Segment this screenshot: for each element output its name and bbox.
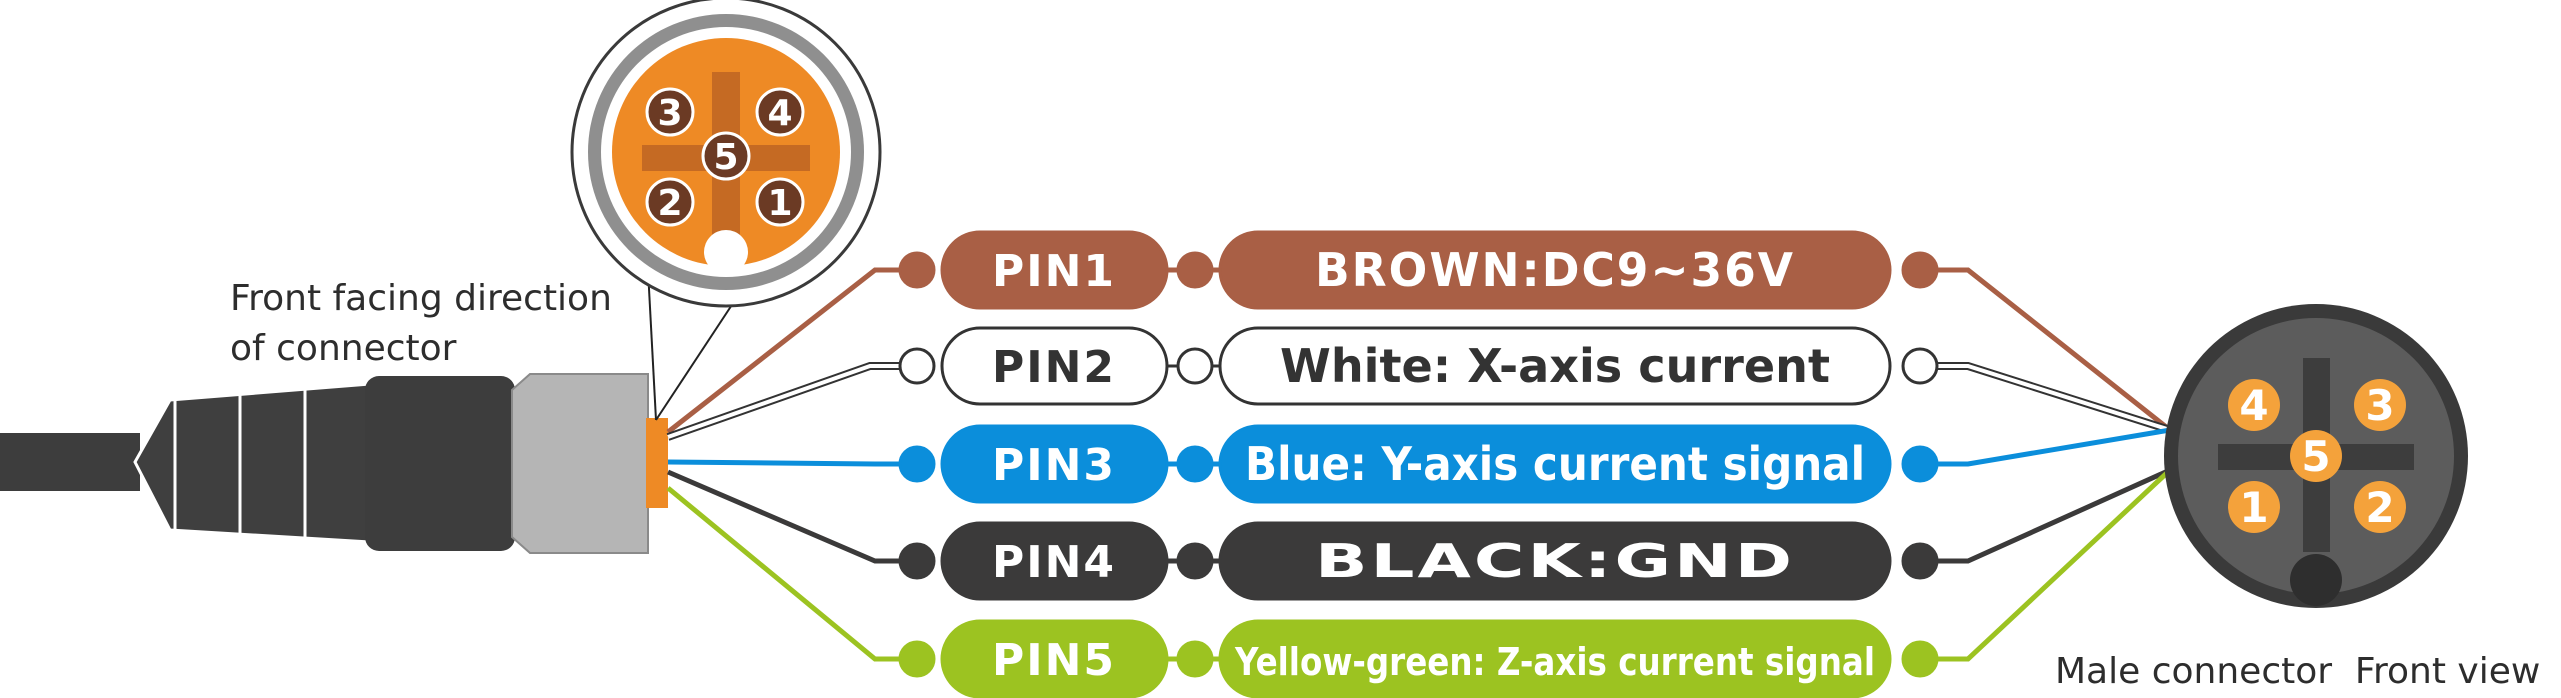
male-pin-number: 1: [2239, 483, 2268, 532]
wire-node-dot: [1176, 251, 1214, 289]
pin-description-text: White: X-axis current: [1280, 339, 1830, 393]
face-key-notch: [704, 230, 748, 274]
pin-label-pill: [940, 619, 1169, 698]
connector-sleeve: [511, 373, 649, 554]
wire-node-dot: [1901, 445, 1939, 483]
female-pin-dot: [645, 177, 695, 227]
female-pin-number: 3: [657, 93, 682, 134]
male-pin-dot: [2354, 481, 2406, 533]
cable: [0, 433, 140, 491]
callout-line: [647, 269, 657, 421]
pin-label-text: PIN5: [992, 635, 1116, 686]
female-pin-number: 4: [767, 93, 792, 134]
connector-nut: [365, 376, 515, 551]
pin-label-text: PIN2: [992, 342, 1116, 393]
wire-node-dot: [1176, 640, 1214, 678]
wire-node-dot: [898, 445, 936, 483]
male-pin-dot: [2354, 379, 2406, 431]
pin-label-text: PIN4: [992, 537, 1116, 588]
left-caption-line2: of connector: [230, 328, 457, 369]
right-caption: Male connector Front view: [2055, 651, 2540, 692]
female-pin-number: 5: [713, 137, 738, 178]
male-pin-dot: [2228, 481, 2280, 533]
male-pin-number: 2: [2365, 483, 2394, 532]
pin-description-text: Blue: Y-axis current signal: [1245, 437, 1865, 491]
wire-right: [1920, 455, 2201, 564]
pin-description-pill: [1218, 230, 1892, 310]
pin-description-pill: [1218, 326, 1892, 406]
wire-node-dot: [1901, 542, 1939, 580]
wire-left: [667, 459, 915, 467]
wire-node-dot: [898, 347, 936, 385]
cable-strain-relief: [133, 382, 372, 544]
female-pin-number: 1: [767, 183, 792, 224]
female-pin-dot: [701, 131, 751, 181]
wire-node-dot: [1901, 347, 1939, 385]
female-pin-number: 2: [657, 183, 682, 224]
wire-right: [1920, 427, 2202, 467]
male-pin-number: 3: [2365, 381, 2394, 430]
left-caption-line1: Front facing direction: [230, 278, 612, 319]
male-pin-number: 4: [2239, 381, 2268, 430]
pin-description-pill: [1218, 521, 1892, 601]
wire-node-dot: [1901, 640, 1939, 678]
connector-face-orange: [646, 418, 668, 508]
cable-assembly: [0, 373, 668, 554]
male-pin-markers: 4 351 2: [2228, 379, 2406, 533]
wire-node-dot: [1176, 542, 1214, 580]
callout-line: [655, 284, 746, 421]
wire-right: [1920, 267, 2201, 443]
male-key: [2290, 554, 2342, 606]
pin-label-pill: [940, 424, 1169, 504]
pin-description-pill: [1218, 424, 1892, 504]
pin-description-pill: [1218, 619, 1892, 698]
female-pin-dot: [755, 87, 805, 137]
female-pin-dot: [755, 177, 805, 227]
male-pin-dot: [2228, 379, 2280, 431]
pin-label-text: PIN1: [992, 246, 1116, 297]
pin-description-text: Yellow-green: Z-axis current signal: [1234, 640, 1875, 684]
pin-label-pill: [940, 521, 1169, 601]
pin-description-text: BROWN:DC9~36V: [1315, 243, 1795, 297]
wire-node-dot: [1901, 251, 1939, 289]
male-pin-number: 5: [2301, 432, 2330, 481]
pin-label-pill: [940, 230, 1169, 310]
pin-label-text: PIN3: [992, 440, 1116, 491]
female-pin-dot: [645, 87, 695, 137]
wire-left: [666, 486, 915, 662]
wire-node-dot: [1176, 445, 1214, 483]
wire-node-dot: [898, 542, 936, 580]
pin-rows: PIN1 BROWN:DC9~36V PIN2 White: X-axis curre…: [898, 230, 1939, 698]
male-pin-dot: [2290, 430, 2342, 482]
wire-node-dot: [898, 640, 936, 678]
wire-node-dot: [1176, 347, 1214, 385]
female-pin-markers: 3 452 1: [645, 87, 805, 227]
pin-description-text: BLACK:GND: [1315, 534, 1795, 588]
pin-label-pill: [940, 326, 1169, 406]
wire-node-dot: [898, 251, 936, 289]
